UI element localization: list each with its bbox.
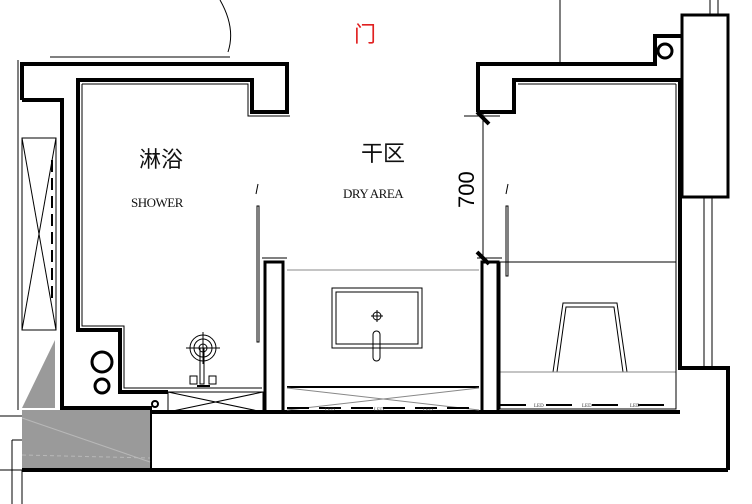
dry-area-label-en: DRY AREA (343, 186, 404, 201)
drain-circle-large (90, 350, 114, 374)
shower-label-en: SHOWER (131, 195, 184, 210)
floor-drain (151, 400, 159, 408)
right-room-inner (499, 261, 677, 410)
door-label: 门 (354, 23, 376, 48)
led-label: LED (534, 404, 544, 409)
led-label: LED (630, 404, 640, 409)
dimension-value: 700 (454, 171, 479, 208)
wall-right-block (476, 0, 730, 406)
partition-wall-left (262, 257, 287, 414)
shower-bench-cabinet (167, 391, 264, 413)
shower-mixer-icon (186, 332, 220, 387)
vanity-cabinet (286, 386, 480, 411)
led-label: LED (374, 408, 384, 413)
dimension-line (464, 110, 500, 266)
wall-left-block (17, 60, 290, 470)
partition-wall-right (477, 257, 502, 414)
door-swing-arc (219, 0, 232, 53)
hatched-floor-area (0, 340, 151, 504)
sink-basin (331, 287, 423, 362)
led-label: LED (423, 408, 433, 413)
right-glass-door (505, 183, 509, 277)
shower-label-cn: 淋浴 (139, 148, 183, 173)
led-label: LED (582, 404, 592, 409)
stool (552, 302, 628, 373)
led-label: LED (325, 408, 335, 413)
shower-glass-door (255, 183, 260, 343)
dry-area-label-cn: 干区 (361, 142, 405, 167)
drain-circle-small (93, 377, 111, 395)
left-glass-panel (21, 137, 57, 331)
